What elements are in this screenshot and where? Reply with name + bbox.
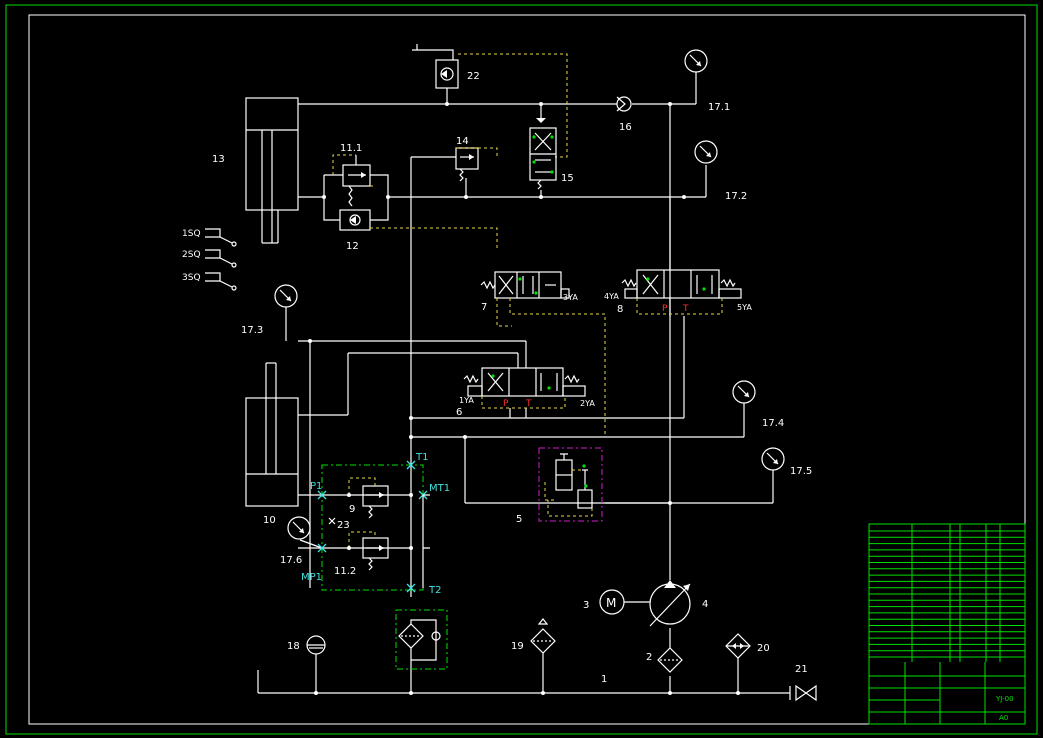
valve-group-5 (544, 453, 593, 517)
check-valve-16 (616, 96, 632, 112)
inner-frame (28, 14, 1026, 725)
label-11-1: 11.1 (340, 143, 362, 154)
label-9: 9 (349, 504, 355, 515)
label-13: 13 (212, 154, 225, 165)
label-2ya: 2YA (580, 399, 595, 408)
directional-valve-8 (621, 269, 742, 315)
directional-valve-6 (463, 367, 586, 409)
drawing-number: YJ-00 (995, 695, 1014, 703)
label-3ya: 3YA (563, 293, 578, 302)
pressure-switch-22 (412, 44, 568, 158)
label-2sq: 2SQ (182, 250, 201, 260)
sheet-size: A0 (999, 714, 1008, 722)
relief-valve-11-2 (347, 531, 413, 571)
label-19: 19 (511, 641, 524, 652)
valve-group-11-1-12 (322, 154, 498, 248)
directional-valve-15 (529, 118, 557, 190)
label-16: 16 (619, 122, 632, 133)
label-4ya: 4YA (604, 292, 619, 301)
plug-23 (328, 517, 336, 525)
label-21: 21 (795, 664, 808, 675)
label-3sq: 3SQ (182, 273, 201, 283)
label-t-6: T (525, 399, 532, 409)
label-1ya: 1YA (459, 396, 474, 405)
main-pipe-lines (257, 72, 790, 694)
label-17-2: 17.2 (725, 191, 747, 202)
label-5ya: 5YA (737, 303, 752, 312)
label-18: 18 (287, 641, 300, 652)
limit-switches (205, 228, 237, 291)
port-p1: P1 (310, 481, 322, 492)
label-17-3: 17.3 (241, 325, 263, 336)
cylinder-10 (245, 362, 299, 507)
label-14: 14 (456, 136, 469, 147)
label-23: 23 (337, 520, 350, 531)
block-right-stubs (423, 494, 430, 549)
return-filter-frame (395, 609, 448, 670)
label-17-4: 17.4 (762, 418, 784, 429)
label-17-1: 17.1 (708, 102, 730, 113)
gauge-17-6 (287, 516, 311, 540)
relief-valve-9 (347, 477, 413, 519)
directional-valve-7 (480, 271, 606, 437)
label-4: 4 (702, 599, 708, 610)
port-mt1: MT1 (429, 483, 450, 494)
label-15: 15 (561, 173, 574, 184)
label-p-8: P (662, 304, 668, 314)
valve-group-5-frame (538, 447, 603, 522)
label-12: 12 (346, 241, 359, 252)
suction-filter-2 (657, 647, 683, 673)
title-block: YJ-00 A0 (868, 523, 1026, 725)
level-gauge-18 (306, 635, 326, 693)
gauge-17-1 (684, 49, 708, 73)
port-mp1: MP1 (301, 572, 322, 583)
return-filter (398, 619, 441, 661)
cylinder-13 (245, 97, 299, 244)
label-17-6: 17.6 (280, 555, 302, 566)
label-5: 5 (516, 514, 522, 525)
label-t-8: T (682, 304, 689, 314)
drain-valve-21 (789, 684, 817, 702)
cooler-20 (725, 633, 751, 693)
label-1sq: 1SQ (182, 229, 201, 239)
port-markers (317, 460, 428, 593)
label-p-6: P (503, 399, 509, 409)
junction-dots (308, 102, 740, 695)
label-1: 1 (601, 674, 607, 685)
air-breather-19 (530, 618, 556, 693)
label-8: 8 (617, 304, 623, 315)
label-22: 22 (467, 71, 480, 82)
label-7: 7 (481, 302, 487, 313)
gauge-17-4 (732, 380, 756, 404)
outer-frame (5, 4, 1038, 735)
label-3: 3 (583, 600, 589, 611)
pump-4 (649, 580, 691, 627)
label-17-5: 17.5 (790, 466, 812, 477)
label-6: 6 (456, 407, 462, 418)
label-11-2: 11.2 (334, 566, 356, 577)
motor-symbol: M (606, 596, 616, 610)
label-10: 10 (263, 515, 276, 526)
relief-valve-14 (455, 147, 498, 182)
gauge-17-5 (761, 447, 785, 471)
label-2: 2 (646, 652, 652, 663)
gauge-17-3 (274, 284, 298, 308)
port-t1: T1 (415, 452, 428, 463)
label-20: 20 (757, 643, 770, 654)
port-t2: T2 (428, 585, 441, 596)
gauge-17-2 (694, 140, 718, 164)
motor-3: M (599, 589, 650, 615)
